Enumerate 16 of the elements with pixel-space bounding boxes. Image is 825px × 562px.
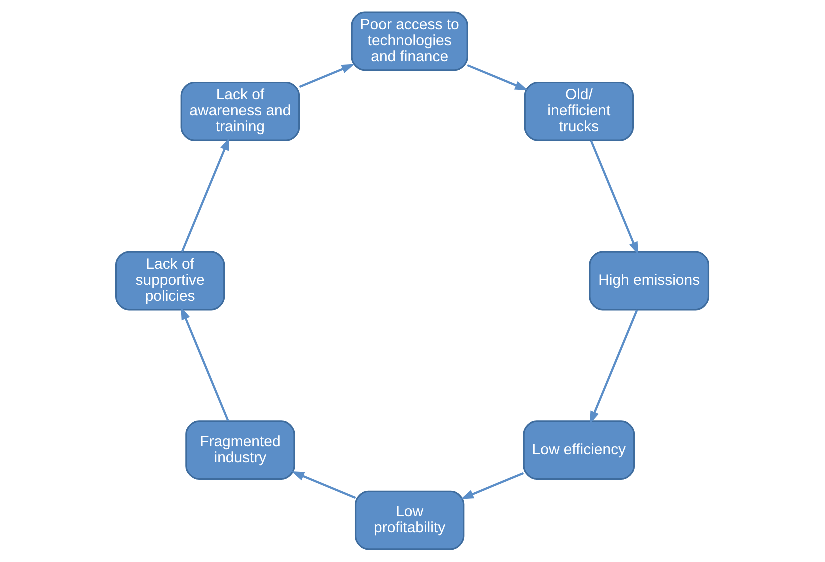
arrow — [590, 140, 639, 255]
arrow — [292, 472, 356, 500]
arrow — [590, 310, 638, 424]
arrow — [299, 64, 355, 88]
node-box: Poor access to technologies and finance — [351, 12, 468, 72]
arrow — [181, 307, 230, 422]
arrow — [460, 472, 524, 500]
node-box: Low efficiency — [523, 420, 636, 480]
arrow — [181, 138, 230, 252]
node-box: Old/ inefficient trucks — [524, 82, 634, 142]
node-box: Lack of awareness and training — [180, 82, 300, 142]
node-box: Low profitability — [355, 490, 465, 550]
node-box: Lack of supportive policies — [115, 251, 226, 311]
node-box: High emissions — [589, 251, 710, 311]
node-box: Fragmented industry — [186, 420, 296, 480]
arrow — [467, 64, 528, 90]
